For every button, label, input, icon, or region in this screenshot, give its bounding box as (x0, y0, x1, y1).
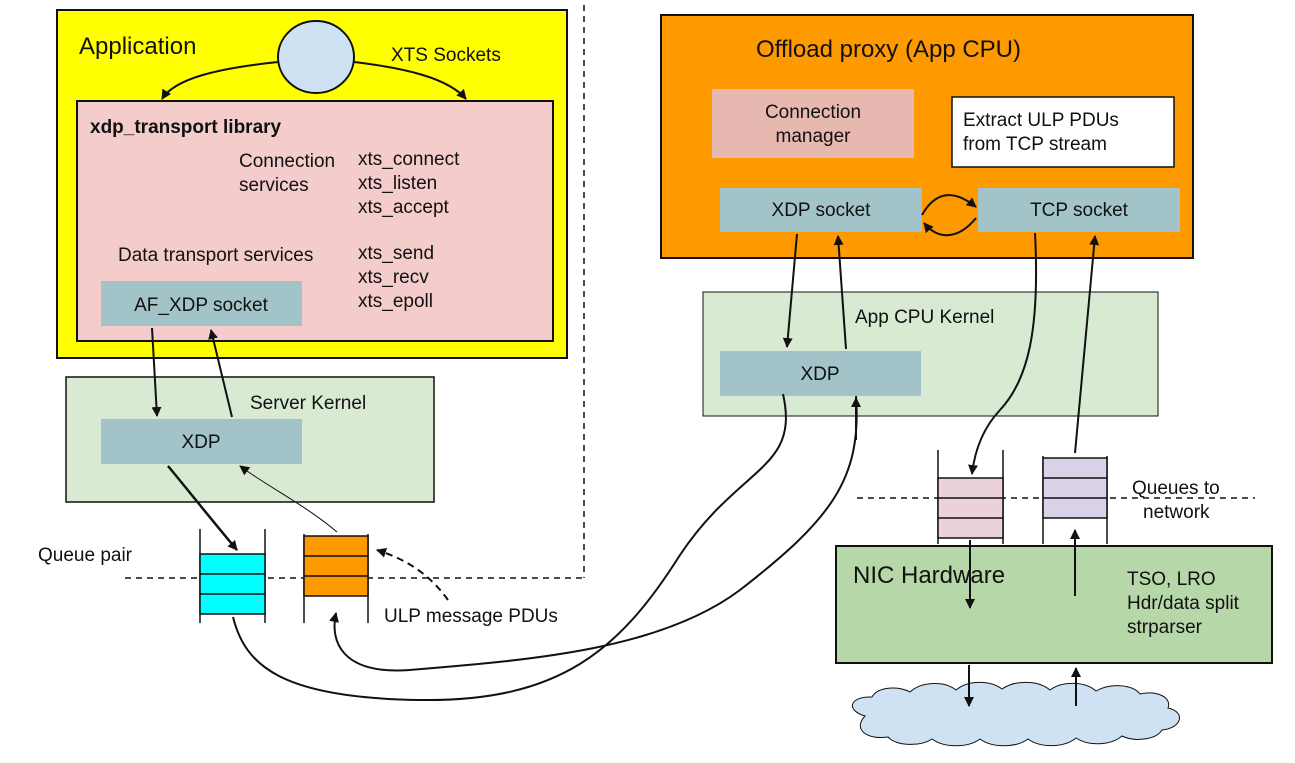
arrow-af-xdp-to-server-xdp (151, 327, 162, 417)
server-xdp-label: XDP (181, 432, 220, 453)
arrow-socket-to-library-left (161, 61, 279, 100)
connection-manager-line2: manager (776, 126, 852, 147)
nic-feature-tso-lro: TSO, LRO (1127, 569, 1216, 590)
arrow-tcp-socket-to-pink-queue (968, 232, 1038, 475)
xts-listen-label: xts_listen (358, 173, 437, 194)
connection-services-label-line1: Connection (239, 151, 335, 172)
data-transport-services-label: Data transport services (118, 245, 313, 266)
server-kernel-title: Server Kernel (250, 393, 366, 414)
offload-proxy-title: Offload proxy (App CPU) (756, 36, 1021, 63)
xdp-socket-label: XDP socket (772, 200, 872, 221)
extract-ulp-note-line1: Extract ULP PDUs (963, 110, 1119, 131)
arrow-server-xdp-to-cyan-queue (167, 465, 238, 551)
af-xdp-socket-label: AF_XDP socket (134, 295, 268, 316)
nic-feature-hdr-split: Hdr/data split (1127, 593, 1240, 614)
xts-send-label: xts_send (358, 243, 434, 264)
queues-to-network-line2: network (1143, 502, 1210, 523)
arrow-xdp-socket-to-tcp-socket (921, 194, 977, 216)
extract-ulp-note-line2: from TCP stream (963, 134, 1107, 155)
connection-manager-box (712, 89, 914, 158)
arrow-lavender-queue-to-tcp-socket (1074, 235, 1100, 454)
xts-sockets-circle (277, 20, 355, 94)
queue-cyan (199, 529, 266, 623)
application-title: Application (79, 33, 196, 60)
xts-epoll-label: xts_epoll (358, 291, 433, 312)
server-xdp-box (101, 419, 302, 464)
arrow-tcp-socket-to-xdp-socket (923, 217, 977, 237)
network-cloud (852, 681, 1180, 747)
tcp-socket-box (978, 188, 1180, 232)
app-cpu-xdp-box (720, 351, 921, 396)
app-cpu-kernel-title: App CPU Kernel (855, 307, 994, 328)
queue-orange (303, 534, 369, 623)
queue-pink (937, 450, 1004, 544)
curve-cyan-queue-to-app-cpu-xdp (232, 393, 787, 702)
app-cpu-xdp-label: XDP (800, 364, 839, 385)
extract-ulp-note-box (951, 96, 1175, 168)
queue-pair-label: Queue pair (38, 545, 133, 566)
nic-feature-strparser: strparser (1127, 617, 1203, 638)
xdp-socket-box (720, 188, 922, 232)
nic-hardware-box (835, 545, 1273, 664)
library-title: xdp_transport library (90, 117, 282, 138)
queues-to-network-line1: Queues to (1132, 478, 1220, 499)
arrow-socket-to-library-right (353, 61, 467, 100)
xts-connect-label: xts_connect (358, 149, 460, 170)
curve-app-cpu-xdp-to-orange-queue (329, 395, 858, 672)
af-xdp-socket-box (101, 281, 302, 326)
connection-manager-line1: Connection (765, 102, 861, 123)
xts-recv-label: xts_recv (358, 267, 429, 288)
arrow-orange-queue-to-server-xdp (239, 465, 338, 533)
arrow-server-xdp-to-af-xdp (208, 329, 233, 418)
arrow-app-cpu-xdp-to-xdp-socket (833, 235, 847, 350)
ulp-message-pdus-label: ULP message PDUs (384, 606, 558, 627)
queue-lavender (1042, 456, 1108, 544)
connection-services-label-line2: services (239, 175, 309, 196)
tcp-socket-label: TCP socket (1030, 200, 1129, 221)
xts-accept-label: xts_accept (358, 197, 450, 218)
nic-hardware-title: NIC Hardware (853, 562, 1005, 589)
arrow-ulp-pdus-dashed (376, 548, 449, 601)
xts-sockets-label: XTS Sockets (391, 45, 501, 66)
arrow-xdp-socket-to-app-cpu-xdp (782, 233, 798, 348)
